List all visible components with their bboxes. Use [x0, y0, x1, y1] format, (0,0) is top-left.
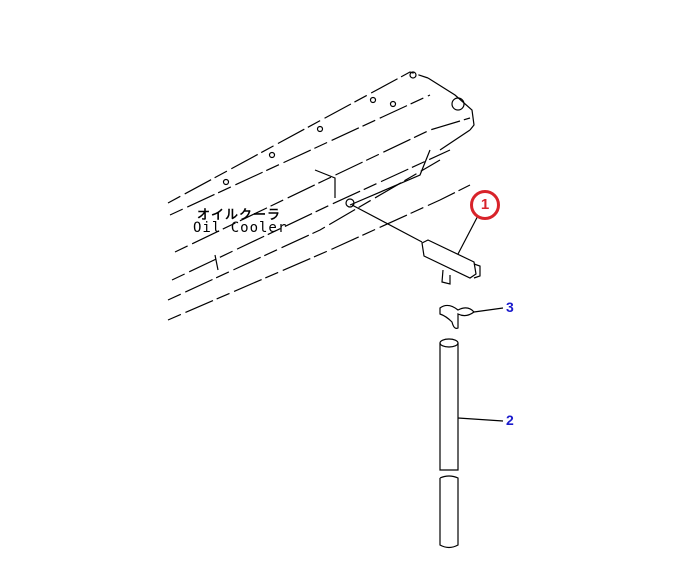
callout-2[interactable]: 2 [506, 412, 514, 428]
component-label-en: Oil Cooler [193, 220, 288, 236]
drain-valve-part [351, 204, 483, 285]
clamp-part [439, 304, 504, 329]
oil-cooler-frame [167, 71, 475, 321]
hose-part [439, 338, 504, 549]
component-label-jp: オイルクーラ [197, 208, 282, 223]
callout-3[interactable]: 3 [506, 299, 514, 315]
callout-1-highlighted[interactable]: 1 [470, 190, 500, 220]
